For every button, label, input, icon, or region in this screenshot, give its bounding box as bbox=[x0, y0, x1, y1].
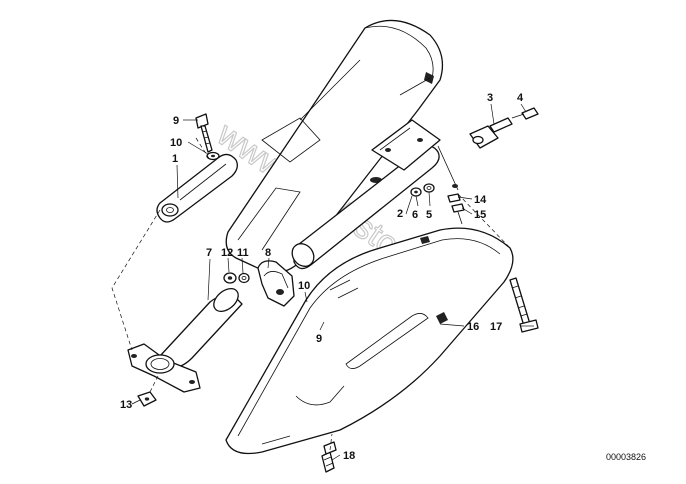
callout-9-upper: 9 bbox=[173, 115, 179, 127]
part-3-bracket bbox=[469, 117, 513, 149]
catalog-number: 00003826 bbox=[606, 452, 646, 462]
callout-2: 2 bbox=[397, 208, 403, 220]
callout-4: 4 bbox=[517, 92, 524, 104]
part-2-column-tube bbox=[291, 119, 459, 270]
assembly-line-screw-18 bbox=[329, 433, 333, 451]
part-8-switch-housing bbox=[257, 260, 295, 307]
leader-lines bbox=[131, 103, 534, 461]
callout-12: 12 bbox=[221, 247, 233, 259]
callout-16: 16 bbox=[467, 321, 479, 333]
part-6-nut bbox=[410, 187, 422, 197]
part-5-washer bbox=[423, 183, 435, 193]
part-17-long-screw bbox=[509, 277, 539, 333]
part-7-lower-tube bbox=[127, 288, 243, 393]
callout-10-upper: 10 bbox=[170, 137, 182, 149]
callout-14: 14 bbox=[474, 194, 487, 206]
part-10-washer-upper bbox=[206, 151, 220, 161]
callout-18: 18 bbox=[343, 450, 355, 462]
assembly-line-nut bbox=[149, 375, 159, 393]
upper-column-shroud bbox=[225, 19, 444, 274]
callout-9-lower: 9 bbox=[316, 333, 322, 345]
callout-5: 5 bbox=[426, 209, 432, 221]
part-15-screw bbox=[451, 203, 465, 225]
callout-10-lower: 10 bbox=[298, 280, 310, 292]
assembly-line-bolt bbox=[195, 137, 211, 161]
lower-column-shroud bbox=[225, 227, 514, 455]
part-12-ring bbox=[223, 272, 237, 284]
callout-8: 8 bbox=[265, 247, 271, 259]
part-9-bolt-upper bbox=[195, 113, 213, 153]
callouts: 1 9 10 2 3 4 5 6 14 15 7 12 11 8 10 9 16… bbox=[120, 92, 524, 462]
callout-1: 1 bbox=[172, 153, 178, 165]
callout-11: 11 bbox=[237, 247, 249, 259]
assembly-line-right bbox=[457, 193, 511, 249]
part-1-lever-arm bbox=[156, 153, 238, 223]
callout-13: 13 bbox=[120, 399, 132, 411]
part-4-screw bbox=[511, 107, 539, 120]
callout-3: 3 bbox=[487, 92, 493, 104]
part-11-washer bbox=[238, 272, 250, 284]
callout-17: 17 bbox=[490, 321, 502, 333]
callout-7: 7 bbox=[206, 247, 212, 259]
assembly-line-left bbox=[111, 209, 161, 351]
callout-6: 6 bbox=[412, 209, 418, 221]
part-14-clip bbox=[447, 193, 461, 203]
callout-15: 15 bbox=[474, 209, 486, 221]
part-13-nut bbox=[137, 391, 157, 407]
part-18-screw bbox=[321, 441, 337, 473]
